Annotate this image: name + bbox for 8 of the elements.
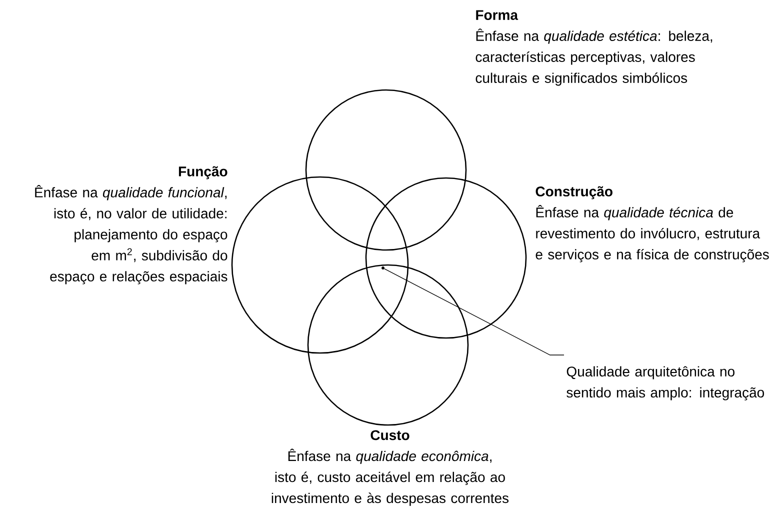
annotation-text: Qualidade arquitetônica no sentido mais amplo: integração bbox=[566, 366, 764, 400]
caption-text: Função Ênfase na qualidade funcional, isto é, no valor de utilidade: planejamento do espaço em m$^{2}$, subdivisão do espaço e relações espaciais bbox=[35, 166, 228, 284]
caption-text: Forma Ênfase na qualidade estética: beleza, características perceptivas, valores culturais e significados simbólicos bbox=[476, 10, 712, 86]
node-label: Ênfase na qualidade funcional, isto é, no valor de utilidade: planejamento do espaço em m$^{2}$, subdivisão do espaço e relações espaciais bbox=[35, 185, 228, 284]
leader-line bbox=[384, 268, 564, 356]
caption-text: Custo Ênfase na qualidade econômica, isto é, custo aceitável em relação ao investimento e às despesas correntes bbox=[272, 430, 509, 506]
caption-text: Construção Ênfase na qualidade técnica de revestimento do invólucro, estrutura e serviços e na física de construções bbox=[536, 186, 769, 262]
node-label: Função bbox=[178, 166, 228, 180]
